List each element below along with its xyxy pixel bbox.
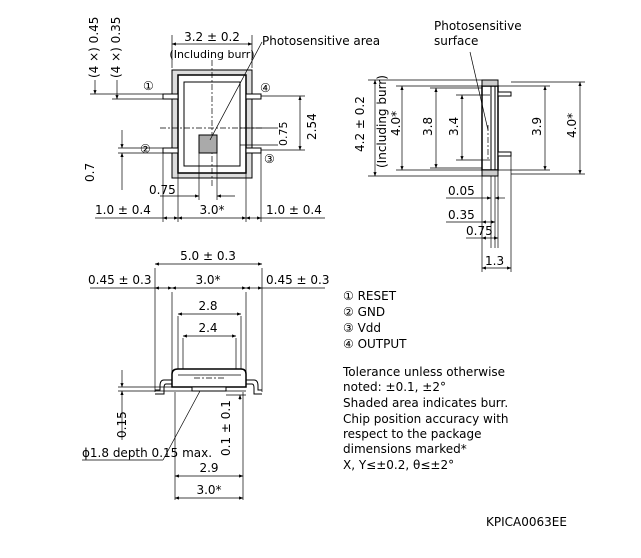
note-line: Shaded area indicates burr. — [343, 396, 508, 410]
dim-front-045-left: 0.45 ± 0.3 — [88, 273, 152, 287]
dim-pitch-254: 2.54 — [305, 113, 319, 140]
dim-side-40-right: 4.0* — [565, 113, 579, 138]
pin-legend-item: ② GND — [343, 305, 385, 319]
drawing-code: KPICA0063EE — [486, 515, 567, 529]
note-line: Chip position accuracy with — [343, 412, 509, 426]
side-lead-top — [497, 91, 512, 97]
dim-side-005: 0.05 — [448, 184, 475, 198]
front-view: 5.0 ± 0.3 0.45 ± 0.3 3.0* 0.45 ± 0.3 2.8… — [82, 249, 330, 500]
pin-label-1: ① — [143, 79, 154, 93]
hole-note: ϕ1.8 depth 0.15 max. — [82, 446, 212, 460]
dim-side-39: 3.9 — [530, 117, 544, 136]
dim-bottom-left: 1.0 ± 0.4 — [95, 203, 151, 217]
label-photosensitive-surface-2: surface — [434, 34, 478, 48]
dim-front-29: 2.9 — [199, 461, 218, 475]
side-view: Photosensitive surface 4.2 ± 0.2 (Includ… — [353, 19, 585, 272]
lead-3 — [245, 147, 262, 154]
pin-label-3: ③ — [264, 152, 275, 166]
lead-4 — [245, 93, 262, 100]
note-line: dimensions marked* — [343, 442, 467, 456]
dim-front-30-bottom: 3.0* — [196, 483, 221, 497]
dim-front-28: 2.8 — [198, 299, 217, 313]
dim-side-035: 0.35 — [448, 208, 475, 222]
dim-side-40-left: 4.0* — [389, 111, 403, 136]
side-lead-bottom — [497, 151, 512, 157]
dim-bottom-075: 0.75 — [149, 183, 176, 197]
pin-legend-item: ④ OUTPUT — [343, 337, 407, 351]
label-photosensitive-area: Photosensitive area — [262, 34, 380, 48]
label-photosensitive-surface-1: Photosensitive — [434, 19, 522, 33]
dim-top-width: 3.2 ± 0.2 — [184, 30, 240, 44]
front-view-recess — [191, 386, 227, 392]
pin-legend-item: ① RESET — [343, 289, 397, 303]
pin-label-4: ④ — [260, 81, 271, 95]
dim-lead-045: (4 ×) 0.45 — [87, 17, 101, 78]
lead-2 — [162, 147, 179, 154]
dim-front-30: 3.0* — [195, 273, 220, 287]
lead-1 — [162, 93, 179, 100]
dim-front-045-right: 0.45 ± 0.3 — [266, 273, 330, 287]
dim-bottom-right: 1.0 ± 0.4 — [266, 203, 322, 217]
dim-side-42: 4.2 ± 0.2 — [353, 96, 367, 152]
pin-legend-item: ③ Vdd — [343, 321, 381, 335]
dim-bottom-center: 3.0* — [199, 203, 224, 217]
side-view-body — [481, 85, 499, 171]
dim-side-38: 3.8 — [421, 117, 435, 136]
dim-side-34: 3.4 — [447, 117, 461, 136]
dim-front-015: 0.15 — [115, 411, 129, 438]
dim-side-42-note: (Including burr) — [375, 75, 389, 168]
dim-front-01: 0.1 ± 0.1 — [219, 400, 233, 456]
notes: Tolerance unless otherwise noted: ±0.1, … — [342, 365, 509, 472]
pin-legend: ① RESET ② GND ③ Vdd ④ OUTPUT — [343, 289, 407, 351]
dim-side-075: 0.75 — [466, 224, 493, 238]
top-view: 3.2 ± 0.2 (Including burr) Photosensitiv… — [83, 17, 380, 222]
pin-label-2: ② — [140, 142, 151, 156]
note-line: Tolerance unless otherwise — [342, 365, 505, 379]
dim-top-width-note: (Including burr) — [169, 48, 254, 61]
side-view-burr-bottom — [481, 169, 499, 177]
note-line: X, Y≤±0.2, θ≤±2° — [343, 458, 454, 472]
photosensitive-area-mark — [198, 134, 218, 154]
dim-07: 0.7 — [83, 163, 97, 182]
dim-inner-075: 0.75 — [277, 122, 290, 147]
dim-lead-035: (4 ×) 0.35 — [109, 17, 123, 78]
dim-side-13: 1.3 — [485, 254, 504, 268]
dim-front-50: 5.0 ± 0.3 — [180, 249, 236, 263]
side-view-burr-top — [481, 79, 499, 87]
note-line: noted: ±0.1, ±2° — [343, 380, 446, 394]
note-line: respect to the package — [343, 427, 481, 441]
dim-front-24: 2.4 — [198, 321, 217, 335]
